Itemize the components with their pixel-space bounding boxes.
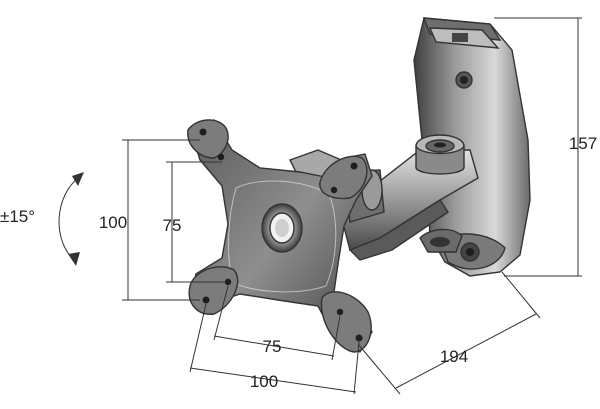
inner-width-label: 75	[263, 337, 282, 356]
tab-bottom-right	[320, 291, 372, 353]
mount-hole	[330, 186, 338, 194]
mount-hole	[217, 153, 225, 161]
tab-top-right	[319, 155, 368, 200]
outer-width-label: 100	[250, 372, 278, 391]
mount-hole	[202, 296, 210, 304]
mount-hole	[350, 162, 358, 170]
dimensions	[58, 17, 582, 395]
swivel-arm	[339, 134, 479, 261]
outer-height-label: 100	[99, 213, 127, 232]
tilt-arrow-down	[68, 252, 80, 266]
mount-hole	[355, 334, 363, 342]
tilt-arrow-up	[72, 172, 84, 186]
inner-height-label: 75	[163, 216, 182, 235]
tilt-label: ±15°	[0, 207, 35, 226]
tilt-arc	[58, 177, 79, 259]
mount-hole	[336, 308, 344, 316]
reach-label: 194	[440, 347, 468, 366]
top-slot	[452, 33, 468, 42]
mount-hole	[224, 278, 232, 286]
wall-height-label: 157	[569, 134, 597, 153]
tab-top-left	[187, 119, 229, 161]
tab-bottom-left	[188, 266, 239, 315]
vesa-plate	[187, 119, 373, 353]
mount-hole	[199, 128, 207, 136]
